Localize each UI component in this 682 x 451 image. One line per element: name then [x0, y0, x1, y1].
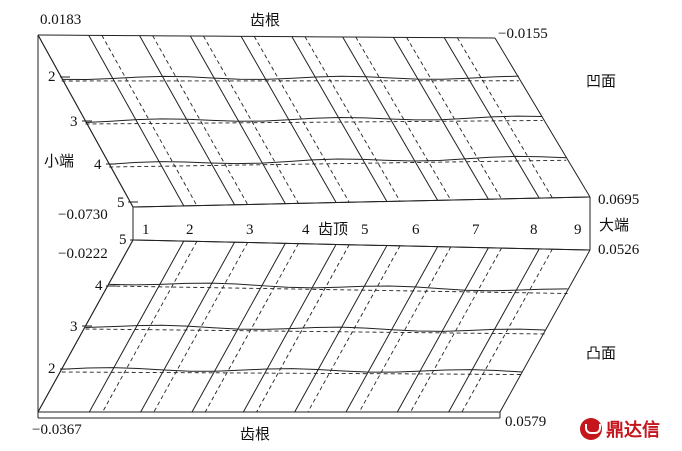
convex-row-line: [61, 367, 523, 373]
value-bottom-left: −0.0367: [32, 422, 82, 438]
convex-column-line: [294, 245, 388, 413]
concave-column-line: [291, 36, 388, 202]
convex-column-line: [88, 240, 185, 413]
column-number: 5: [361, 222, 369, 238]
convex-row-line: [109, 282, 568, 292]
concave-reference-column: [152, 35, 249, 205]
convex-reference-column: [307, 245, 401, 413]
concave-row-line: [61, 75, 519, 81]
concave-column-line: [189, 35, 286, 204]
lower-row-number: 2: [48, 361, 56, 377]
lower-row-number: 3: [70, 319, 78, 335]
label-small-end: 小端: [44, 152, 75, 170]
concave-column-line: [88, 35, 185, 207]
convex-reference-column: [102, 241, 198, 413]
concave-reference-column: [304, 36, 401, 202]
concave-row-line: [37, 34, 496, 39]
convex-reference-column: [358, 246, 452, 413]
convex-reference-column: [461, 248, 553, 413]
column-number: 7: [472, 222, 480, 238]
convex-column-line: [448, 248, 540, 413]
concave-row-line: [85, 115, 543, 123]
convex-column-line: [191, 243, 286, 413]
concave-reference-row: [85, 120, 543, 125]
concave-column-line: [494, 37, 591, 198]
tip-band-bottom: [132, 239, 591, 251]
logo-text: 鼎达信: [606, 420, 660, 441]
label-root-top: 齿根: [250, 11, 281, 29]
concave-reference-column: [355, 36, 452, 201]
convex-reference-row: [109, 285, 568, 294]
concave-reference-row: [109, 159, 567, 168]
upper-row-number: 3: [70, 114, 78, 130]
upper-row-number: 4: [94, 157, 102, 173]
concave-column-line: [443, 37, 540, 199]
convex-reference-column: [153, 242, 249, 413]
value-top-right: −0.0155: [498, 26, 548, 42]
value-bottom-right: 0.0579: [505, 414, 547, 430]
value-top-left: 0.0183: [40, 12, 82, 28]
convex-column-line: [499, 249, 591, 413]
concave-column-line: [139, 35, 235, 206]
tip-band-top: [132, 196, 591, 208]
column-number: 3: [246, 222, 254, 238]
concave-row-line: [109, 155, 567, 165]
label-tip: 齿顶: [318, 220, 349, 238]
lower-row-number: 4: [95, 278, 103, 294]
column-number: 9: [574, 222, 582, 238]
upper-row-number: 2: [48, 69, 56, 85]
column-number: 6: [412, 222, 420, 238]
label-large-end: 大端: [599, 216, 630, 234]
convex-row-line: [85, 324, 546, 332]
value-mid-left-lower: −0.0222: [58, 246, 108, 262]
column-number: 4: [302, 222, 310, 238]
convex-reference-row: [61, 371, 523, 375]
concave-reference-column: [253, 36, 350, 203]
value-mid-right-lower: 0.0526: [598, 242, 640, 258]
lower-row-number: 5: [119, 232, 127, 248]
concave-column-line: [393, 37, 489, 200]
convex-reference-column: [410, 247, 502, 413]
concave-reference-column: [456, 37, 553, 199]
logo-icon: [580, 418, 602, 440]
upper-row-number: 5: [117, 195, 125, 211]
column-number: 8: [530, 222, 538, 238]
label-root-bottom: 齿根: [240, 425, 271, 443]
value-mid-left-upper: −0.0730: [58, 207, 108, 223]
label-concave: 凹面: [586, 72, 617, 90]
convex-reference-column: [256, 244, 350, 413]
convex-column-line: [140, 241, 235, 413]
convex-column-line: [396, 247, 489, 413]
column-number: 1: [142, 222, 150, 238]
concave-reference-column: [406, 37, 502, 200]
concave-reference-column: [101, 35, 198, 206]
label-convex: 凸面: [586, 344, 617, 362]
column-number: 2: [186, 222, 194, 238]
brand-logo: 鼎达信: [580, 416, 660, 442]
value-mid-right-upper: 0.0695: [598, 192, 640, 208]
